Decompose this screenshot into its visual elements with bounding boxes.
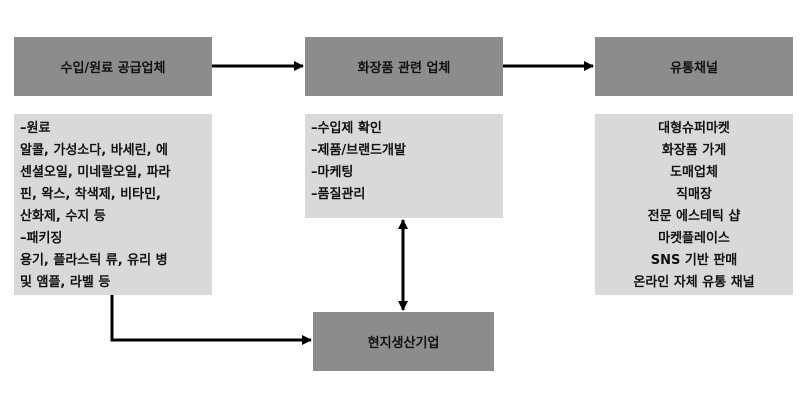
detail-line: 직매장	[676, 187, 712, 202]
node-distribution: 유통채널	[595, 37, 793, 96]
detail-line: –마케팅	[311, 165, 354, 180]
detail-line: 마켓플레이스	[658, 231, 730, 246]
node-raw-supplier-title: 수입/원료 공급업체	[60, 61, 166, 76]
node-distribution-title: 유통채널	[670, 61, 718, 76]
detail-line: 산화제, 수지 등	[20, 209, 106, 224]
detail-line: 센셜오일, 미네랄오일, 파라	[20, 165, 171, 180]
detail-line: –수입제 확인	[311, 121, 382, 136]
detail-line: 핀, 왁스, 착색제, 비타민,	[20, 187, 161, 202]
detail-line: 알콜, 가성소다, 바세린, 에	[20, 143, 168, 158]
detail-line: –패키징	[20, 231, 63, 246]
detail-line: SNS 기반 판매	[650, 253, 738, 268]
details-cosmetics-company: –수입제 확인 –제품/브랜드개발 –마케팅 –품질관리	[305, 114, 503, 218]
detail-line: 대형슈퍼마켓	[658, 121, 730, 136]
node-cosmetics-company-title: 화장품 관련 업체	[357, 61, 451, 76]
node-raw-supplier: 수입/원료 공급업체	[14, 37, 212, 96]
detail-line: 및 앰플, 라벨 등	[20, 275, 111, 290]
arrow-supplier-to-manufacturer	[110, 295, 312, 345]
details-raw-supplier: –원료 알콜, 가성소다, 바세린, 에 센셜오일, 미네랄오일, 파라 핀, …	[14, 114, 212, 295]
detail-line: –제품/브랜드개발	[311, 143, 406, 158]
detail-line: 온라인 자체 유통 채널	[633, 275, 755, 290]
node-cosmetics-company: 화장품 관련 업체	[305, 37, 503, 96]
detail-line: 화장품 가게	[661, 143, 727, 158]
detail-line: –품질관리	[311, 187, 366, 202]
details-distribution: 대형슈퍼마켓 화장품 가게 도매업체 직매장 전문 에스테틱 샵 마켓플레이스 …	[595, 114, 793, 295]
detail-line: 전문 에스테틱 샵	[647, 209, 741, 224]
detail-line: 도매업체	[670, 165, 718, 180]
node-local-manufacturer: 현지생산기업	[313, 312, 494, 371]
node-local-manufacturer-title: 현지생산기업	[367, 336, 440, 351]
detail-line: 용기, 플라스틱 류, 유리 병	[20, 253, 168, 268]
detail-line: –원료	[20, 121, 51, 136]
